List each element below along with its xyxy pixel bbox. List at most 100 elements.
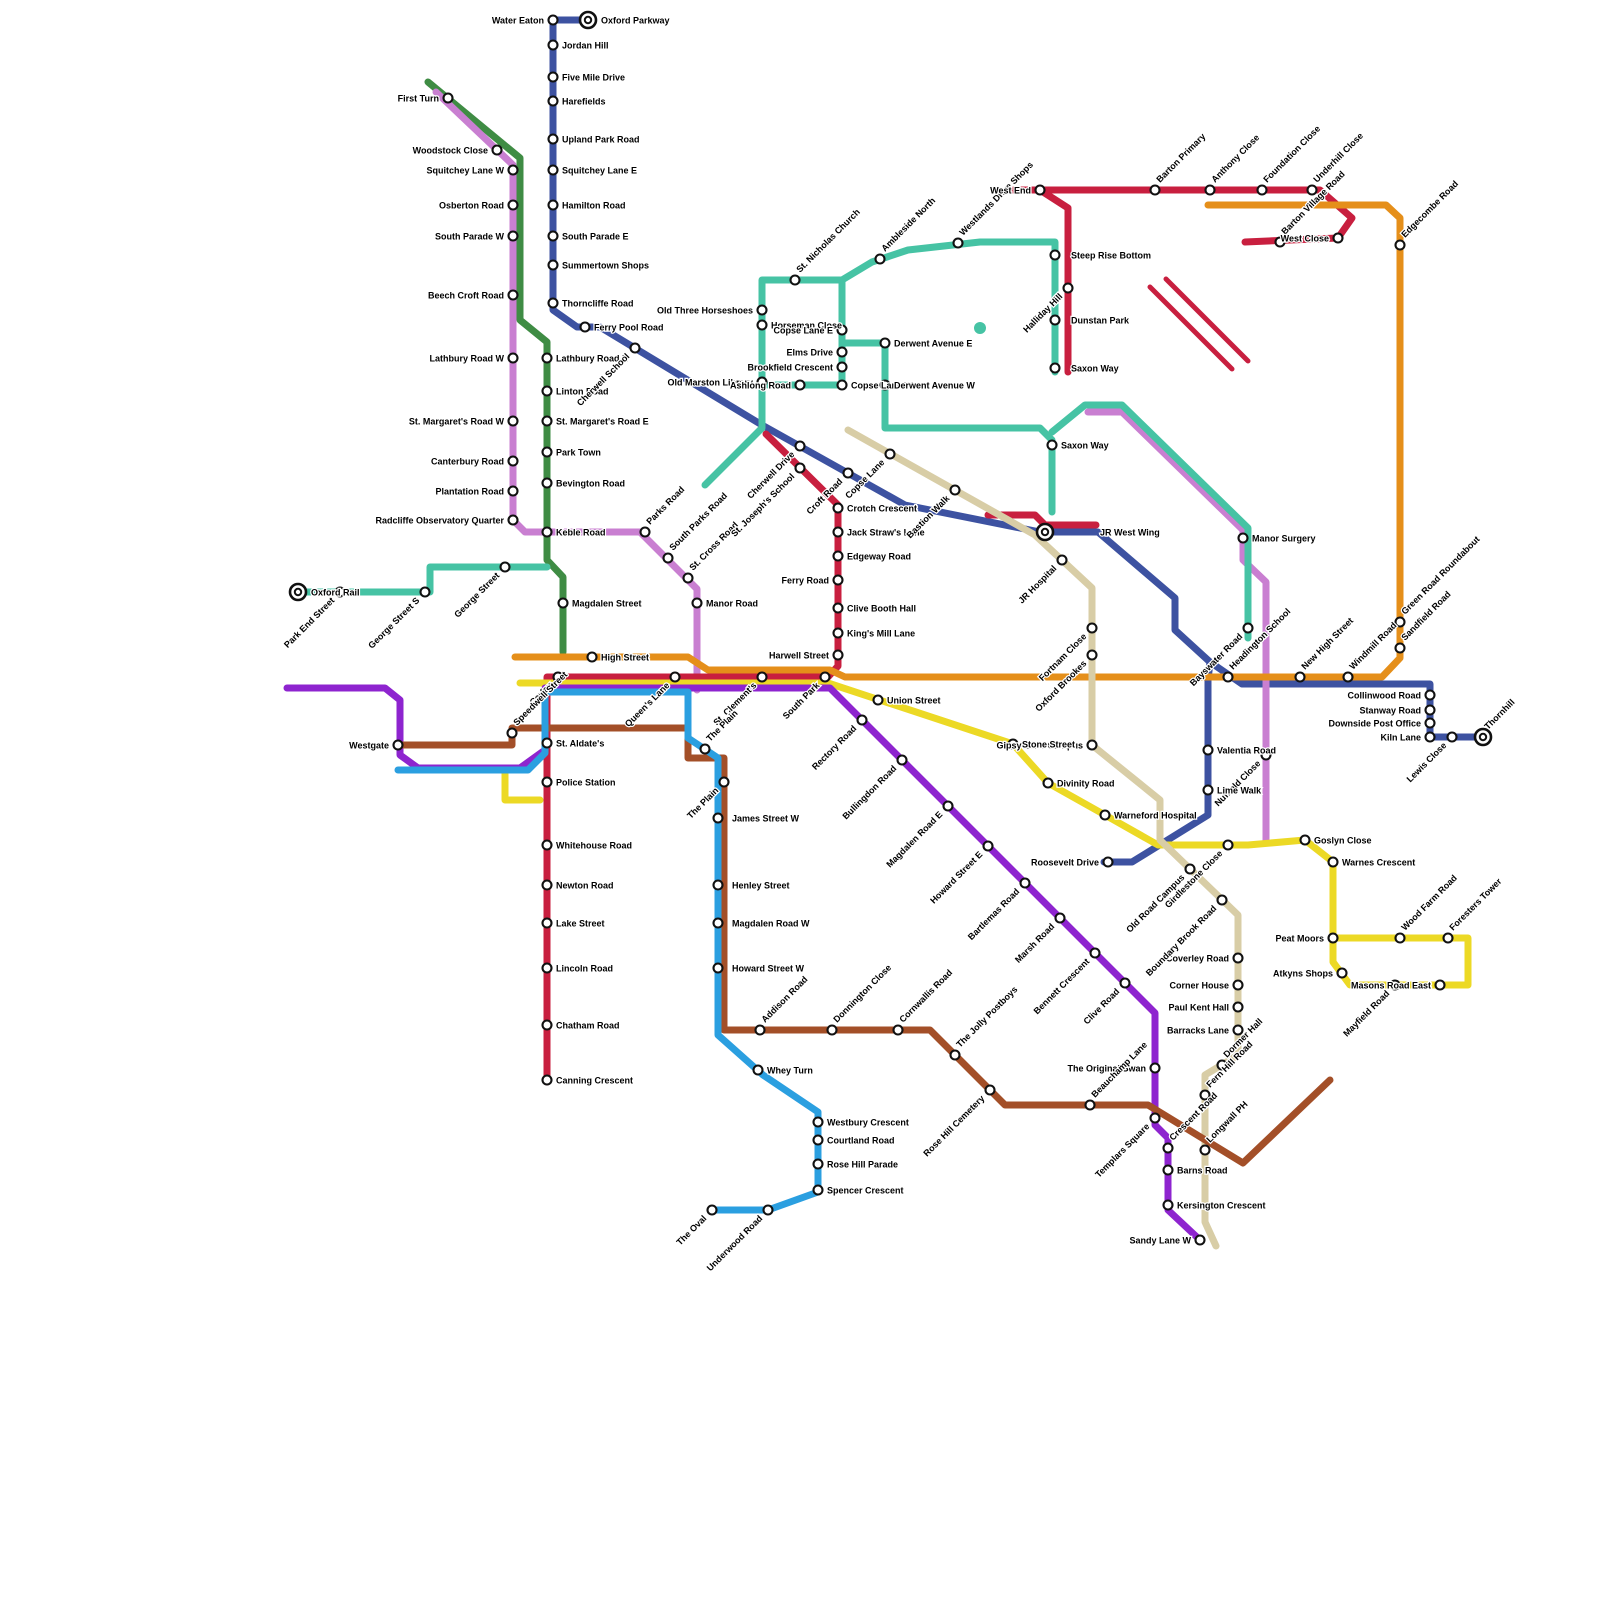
- station-marker-squitchey-lane-e[interactable]: [547, 164, 559, 176]
- station-marker-halliday-hill[interactable]: [1062, 282, 1074, 294]
- station-marker-whitehouse-road[interactable]: [541, 839, 553, 851]
- station-marker-derwent-avenue-w[interactable]: [879, 379, 891, 391]
- station-marker-old-three-horseshoes[interactable]: [756, 304, 768, 316]
- station-marker-beech-croft-road[interactable]: [507, 289, 519, 301]
- station-marker-magdalen-street[interactable]: [557, 597, 569, 609]
- station-marker-st-joseph-s-school[interactable]: [794, 462, 806, 474]
- station-marker-nuffield-close[interactable]: [1260, 749, 1272, 761]
- station-marker-speedwell-street[interactable]: [506, 727, 518, 739]
- station-marker-marsh-road[interactable]: [1054, 912, 1066, 924]
- station-marker-foresters-tower[interactable]: [1442, 932, 1454, 944]
- station-marker-chatham-road[interactable]: [541, 1019, 553, 1031]
- station-marker-saxon-way[interactable]: [1049, 362, 1061, 374]
- station-marker-summertown-shops[interactable]: [547, 259, 559, 271]
- station-marker-underwood-road[interactable]: [762, 1204, 774, 1216]
- station-marker-jordan-hill[interactable]: [547, 39, 559, 51]
- station-marker-underhill-close[interactable]: [1306, 184, 1318, 196]
- station-marker-valentia-road[interactable]: [1202, 744, 1214, 756]
- station-marker-the-original-swan[interactable]: [1149, 1062, 1161, 1074]
- station-marker-water-eaton[interactable]: [547, 14, 559, 26]
- station-marker-lathbury-road-w[interactable]: [507, 352, 519, 364]
- station-marker-harefields[interactable]: [547, 95, 559, 107]
- station-marker-manor-surgery[interactable]: [1237, 532, 1249, 544]
- station-marker-st-aldate-s[interactable]: [541, 737, 553, 749]
- station-marker-west-close[interactable]: [1332, 232, 1344, 244]
- station-marker-templars-square[interactable]: [1149, 1112, 1161, 1124]
- station-marker-jack-straw-s-lane[interactable]: [832, 526, 844, 538]
- station-marker-woodstock-close[interactable]: [491, 144, 503, 156]
- station-marker-howard-street-w[interactable]: [712, 962, 724, 974]
- station-marker-hamilton-road[interactable]: [547, 199, 559, 211]
- station-marker-rectory-road[interactable]: [856, 714, 868, 726]
- station-marker-horseman-close[interactable]: [756, 319, 768, 331]
- station-marker-plantation-road[interactable]: [507, 485, 519, 497]
- station-marker-warneford-hospital[interactable]: [1099, 809, 1111, 821]
- station-marker-peat-moors[interactable]: [1327, 932, 1339, 944]
- station-marker-st-margaret-s-road-e[interactable]: [541, 415, 553, 427]
- station-marker-the-jolly-postboys[interactable]: [949, 1049, 961, 1061]
- station-marker-st-nicholas-church[interactable]: [789, 274, 801, 286]
- station-marker-new-high-street[interactable]: [1294, 671, 1306, 683]
- station-marker-south-parks-road[interactable]: [662, 552, 674, 564]
- station-marker-barracks-lane[interactable]: [1232, 1024, 1244, 1036]
- station-marker-atkyns-shops[interactable]: [1336, 967, 1348, 979]
- station-marker-girdlestone-close[interactable]: [1222, 839, 1234, 851]
- station-marker-gipsy-lane-campus[interactable]: [1086, 739, 1098, 751]
- station-marker-st-clement-s[interactable]: [756, 671, 768, 683]
- station-marker-ferry-road[interactable]: [832, 574, 844, 586]
- station-marker-magdalen-road-w[interactable]: [712, 917, 724, 929]
- station-marker-bastion-walk[interactable]: [949, 484, 961, 496]
- station-marker-ashlong-road[interactable]: [794, 379, 806, 391]
- station-marker-crotch-crescent[interactable]: [832, 502, 844, 514]
- station-marker-clive-booth-hall[interactable]: [832, 602, 844, 614]
- station-marker-west-end[interactable]: [1034, 184, 1046, 196]
- station-marker-westbury-crescent[interactable]: [812, 1116, 824, 1128]
- station-marker-carfax[interactable]: [552, 671, 564, 683]
- station-marker-rose-hill-cemetery[interactable]: [984, 1084, 996, 1096]
- station-marker-canterbury-road[interactable]: [507, 455, 519, 467]
- station-marker-oxford-brookes[interactable]: [1086, 649, 1098, 661]
- station-marker-radcliffe-observatory-quarter[interactable]: [507, 514, 519, 526]
- station-marker-lincoln-road[interactable]: [541, 962, 553, 974]
- station-marker-squitchey-lane-w[interactable]: [507, 164, 519, 176]
- station-marker-derwent-avenue-e[interactable]: [879, 337, 891, 349]
- station-marker-barton-village-road[interactable]: [1274, 236, 1286, 248]
- station-marker-manor-road[interactable]: [691, 597, 703, 609]
- station-marker-linton-road[interactable]: [541, 385, 553, 397]
- station-marker-masons-road-east[interactable]: [1434, 979, 1446, 991]
- station-marker-newton-road[interactable]: [541, 879, 553, 891]
- station-marker-union-street[interactable]: [872, 694, 884, 706]
- station-marker-cherwell-school[interactable]: [629, 342, 641, 354]
- station-marker-stone-street[interactable]: [1007, 738, 1019, 750]
- station-marker-kiln-lane[interactable]: [1424, 731, 1436, 743]
- station-marker-park-end-street[interactable]: [334, 586, 346, 598]
- station-marker-downside-post-office[interactable]: [1424, 717, 1436, 729]
- station-marker-queen-s-lane[interactable]: [669, 671, 681, 683]
- station-marker-james-street-w[interactable]: [712, 812, 724, 824]
- station-marker-headington-school[interactable]: [1222, 671, 1234, 683]
- station-marker-lime-walk[interactable]: [1202, 784, 1214, 796]
- station-marker-copse-lane-e[interactable]: [836, 324, 848, 336]
- station-marker-elms-drive[interactable]: [836, 346, 848, 358]
- station-marker-clive-road[interactable]: [1119, 977, 1131, 989]
- station-marker-bennett-crescent[interactable]: [1089, 947, 1101, 959]
- station-marker-warnes-crescent[interactable]: [1327, 856, 1339, 868]
- station-marker-westlands-drive-shops[interactable]: [952, 237, 964, 249]
- station-marker-high-street[interactable]: [586, 651, 598, 663]
- station-marker-cherwell-drive[interactable]: [794, 440, 806, 452]
- station-marker-brookfield-crescent[interactable]: [836, 361, 848, 373]
- station-marker-addison-road[interactable]: [754, 1024, 766, 1036]
- station-marker-coverley-road[interactable]: [1232, 952, 1244, 964]
- station-marker-roosevelt-drive[interactable]: [1102, 856, 1114, 868]
- station-marker-steep-rise-bottom[interactable]: [1049, 249, 1061, 261]
- station-marker-sandfield-road[interactable]: [1394, 642, 1406, 654]
- station-marker-edgecombe-road[interactable]: [1394, 239, 1406, 251]
- station-marker-south-parade-e[interactable]: [547, 230, 559, 242]
- station-marker-collinwood-road[interactable]: [1424, 689, 1436, 701]
- station-marker-ferry-pool-road[interactable]: [579, 321, 591, 333]
- station-marker-croft-road[interactable]: [842, 467, 854, 479]
- station-marker-first-turn[interactable]: [442, 92, 454, 104]
- station-marker-st-margaret-s-road-w[interactable]: [507, 415, 519, 427]
- station-marker-crescent-road[interactable]: [1162, 1142, 1174, 1154]
- station-marker-bayswater-road[interactable]: [1242, 622, 1254, 634]
